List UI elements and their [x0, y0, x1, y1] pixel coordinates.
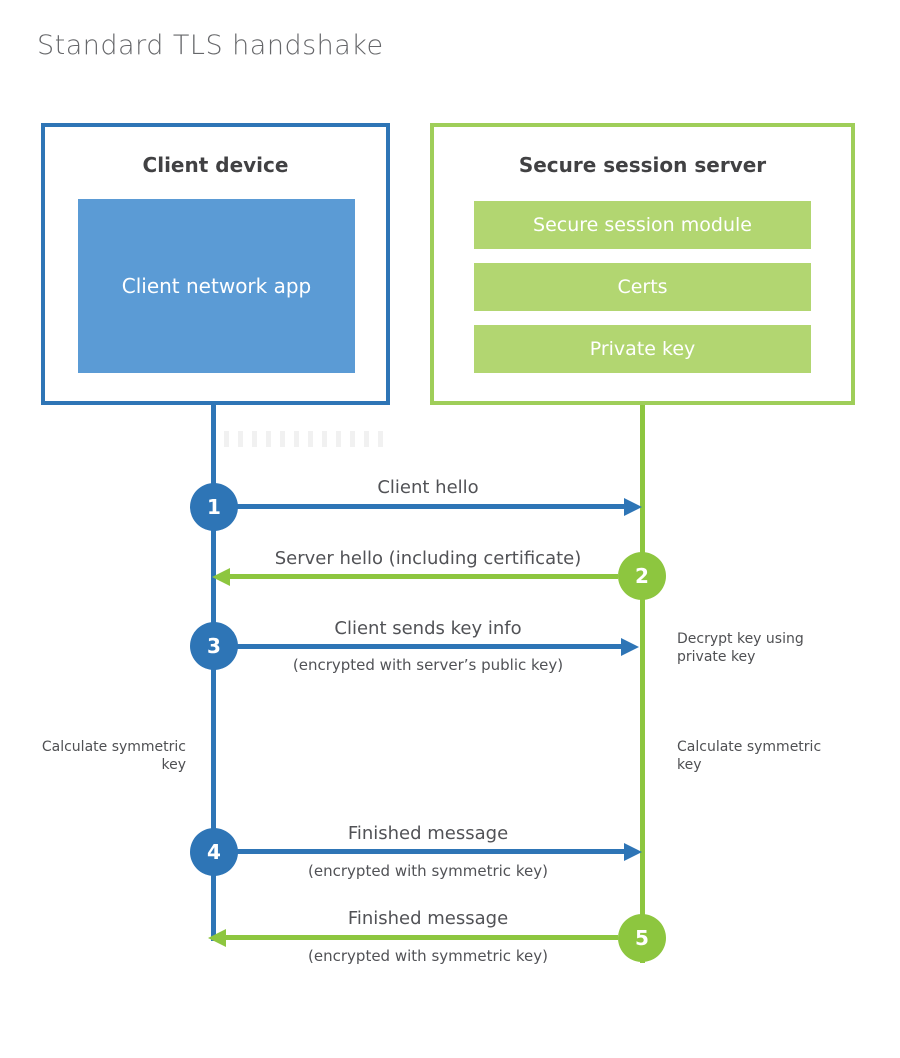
arrow-right-icon: [624, 843, 642, 861]
client-network-app-box: Client network app: [78, 199, 355, 373]
message-5-label: Finished message: [347, 908, 509, 929]
server-lifeline: [640, 405, 645, 963]
server-private-key-bar: Private key: [474, 325, 811, 373]
step-4-badge: 4: [190, 828, 238, 876]
message-5-arrow: [226, 935, 618, 940]
step-2-number: 2: [635, 564, 649, 588]
server-certs-label: Certs: [617, 276, 668, 298]
message-3-label: Client sends key info: [334, 618, 522, 639]
step-5-badge: 5: [618, 914, 666, 962]
message-1-label: Client hello: [377, 477, 479, 498]
arrow-right-icon: [621, 638, 639, 656]
note-calc-symmetric-client: Calculate symmetric key: [41, 739, 186, 773]
step-3-badge: 3: [190, 622, 238, 670]
client-network-app-label: Client network app: [121, 273, 312, 298]
message-4-label: Finished message: [347, 823, 509, 844]
arrow-left-icon: [208, 929, 226, 947]
step-2-badge: 2: [618, 552, 666, 600]
message-3-arrow: [237, 644, 622, 649]
message-2-label: Server hello (including certificate): [274, 548, 582, 569]
message-1-arrow: [237, 504, 625, 509]
message-5-sublabel: (encrypted with symmetric key): [308, 947, 548, 965]
client-device-box: Client device Client network app: [41, 123, 390, 405]
message-4-sublabel: (encrypted with symmetric key): [308, 862, 548, 880]
client-lifeline: [211, 405, 216, 941]
step-1-badge: 1: [190, 483, 238, 531]
page-title: Standard TLS handshake: [37, 30, 384, 61]
step-3-number: 3: [207, 634, 221, 658]
arrow-left-icon: [212, 568, 230, 586]
secure-session-server-box: Secure session server Secure session mod…: [430, 123, 855, 405]
server-certs-bar: Certs: [474, 263, 811, 311]
message-3-sublabel: (encrypted with server’s public key): [292, 656, 564, 674]
arrow-right-icon: [624, 498, 642, 516]
message-4-arrow: [237, 849, 625, 854]
message-2-arrow: [229, 574, 618, 579]
secure-session-server-title: Secure session server: [518, 153, 767, 177]
note-decrypt-key: Decrypt key using private key: [677, 631, 804, 665]
client-device-title: Client device: [142, 153, 289, 177]
step-1-number: 1: [207, 495, 221, 519]
ghost-marks: [224, 431, 392, 447]
step-5-number: 5: [635, 926, 649, 950]
server-module-bar: Secure session module: [474, 201, 811, 249]
server-private-key-label: Private key: [589, 338, 696, 360]
server-module-label: Secure session module: [533, 214, 752, 236]
step-4-number: 4: [207, 840, 221, 864]
note-calc-symmetric-server: Calculate symmetric key: [677, 739, 822, 773]
